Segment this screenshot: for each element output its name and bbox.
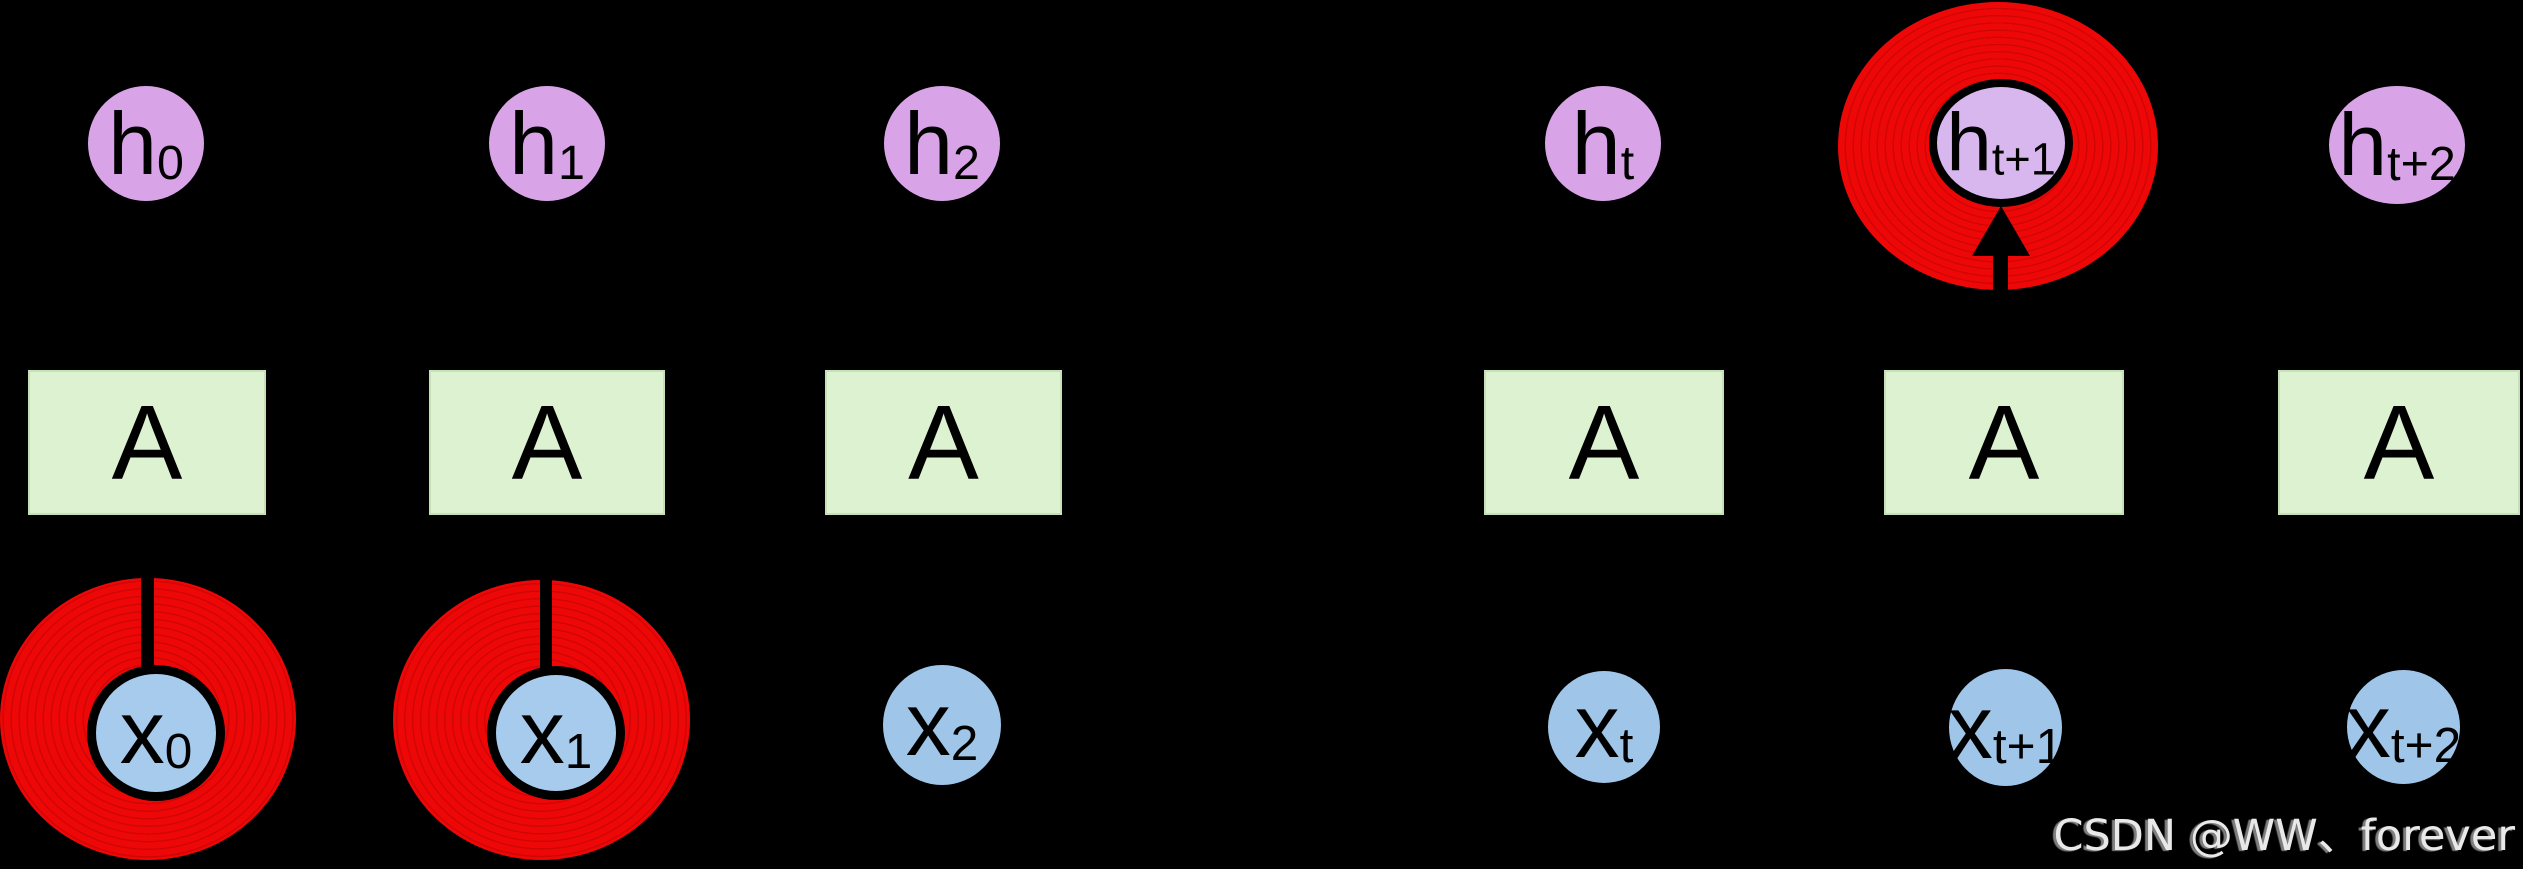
rnn-cell-t1-label: A [1968, 383, 2040, 502]
rnn-cell-t-label: A [1568, 383, 1640, 502]
rnn-cell-t: A [1484, 370, 1724, 515]
rnn-cell-1: A [429, 370, 665, 515]
arrow-head-to-ht1 [1972, 206, 2030, 256]
connector-x0-to-cell [141, 573, 154, 673]
rnn-cell-t2-label: A [2363, 383, 2435, 502]
rnn-cell-t1: A [1884, 370, 2124, 515]
arrow-shaft-to-ht1 [1993, 250, 2008, 332]
watermark: CSDN @WW、forever [2053, 811, 2515, 861]
rnn-cell-1-label: A [511, 383, 583, 502]
rnn-cell-2-label: A [908, 383, 979, 502]
rnn-cell-0: A [28, 370, 266, 515]
rnn-cell-2: A [825, 370, 1062, 515]
rnn-cell-t2: A [2278, 370, 2520, 515]
connector-x1-to-cell [540, 573, 552, 673]
rnn-cell-0-label: A [111, 383, 183, 502]
